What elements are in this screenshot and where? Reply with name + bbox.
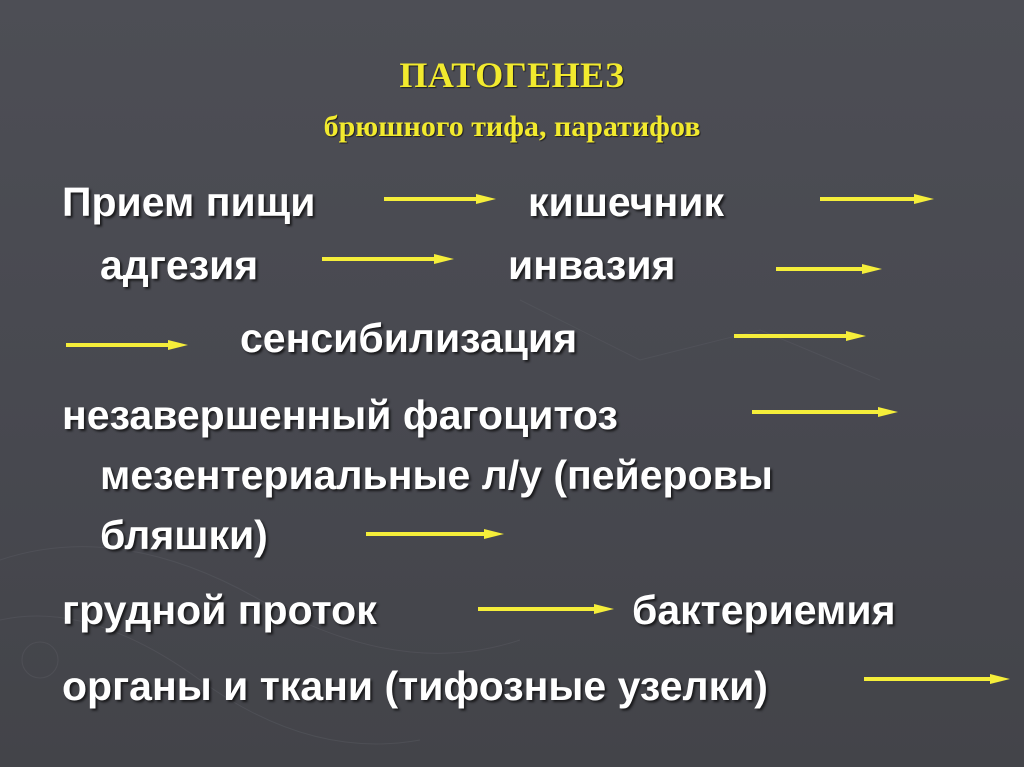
arrow-2 (820, 192, 934, 206)
slide-subtitle: брюшного тифа, паратифов (323, 110, 701, 143)
arrow-7 (752, 405, 898, 419)
slide-title: ПАТОГЕНЕЗ (399, 55, 625, 95)
text-mesenteric-nodes: мезентериальные л/у (пейеровы (100, 452, 773, 498)
text-intestine: кишечник (528, 179, 724, 225)
arrow-1 (384, 192, 496, 206)
arrow-10 (864, 672, 1010, 686)
text-food-intake: Прием пищи (62, 179, 316, 225)
arrow-9 (478, 602, 614, 616)
text-invasion: инвазия (508, 242, 676, 288)
text-sensitization: сенсибилизация (240, 315, 578, 361)
text-bacteremia: бактериемия (632, 587, 896, 633)
arrow-6 (734, 329, 866, 343)
arrow-3 (322, 252, 454, 266)
text-plaques: бляшки) (100, 512, 268, 558)
arrow-8 (366, 527, 504, 541)
text-thoracic-duct: грудной проток (62, 587, 377, 633)
arrow-5 (66, 338, 188, 352)
text-adhesion: адгезия (100, 242, 259, 288)
text-incomplete-phagocytosis: незавершенный фагоцитоз (62, 392, 618, 438)
text-organs-tissues: органы и ткани (тифозные узелки) (62, 663, 768, 709)
arrow-4 (776, 262, 882, 276)
